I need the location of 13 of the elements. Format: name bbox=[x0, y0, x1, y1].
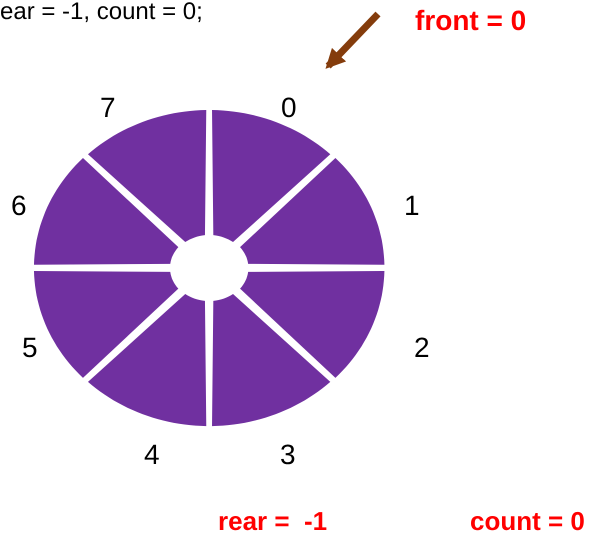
slot-index: 6 bbox=[11, 190, 27, 222]
slot-index: 7 bbox=[100, 92, 116, 124]
code-text: ear = -1, count = 0; bbox=[0, 0, 203, 24]
slot-index: 1 bbox=[404, 190, 420, 222]
arrow bbox=[325, 12, 381, 69]
slot-index: 3 bbox=[280, 439, 296, 471]
slot-index: 0 bbox=[281, 92, 297, 124]
variable-label: rear = -1 bbox=[218, 507, 328, 536]
variable-label: count = 0 bbox=[470, 507, 585, 536]
slot-index: 2 bbox=[414, 332, 430, 364]
slot-index: 4 bbox=[144, 439, 160, 471]
pointer-label: front = 0 bbox=[415, 6, 526, 37]
slot-index: 5 bbox=[22, 332, 38, 364]
